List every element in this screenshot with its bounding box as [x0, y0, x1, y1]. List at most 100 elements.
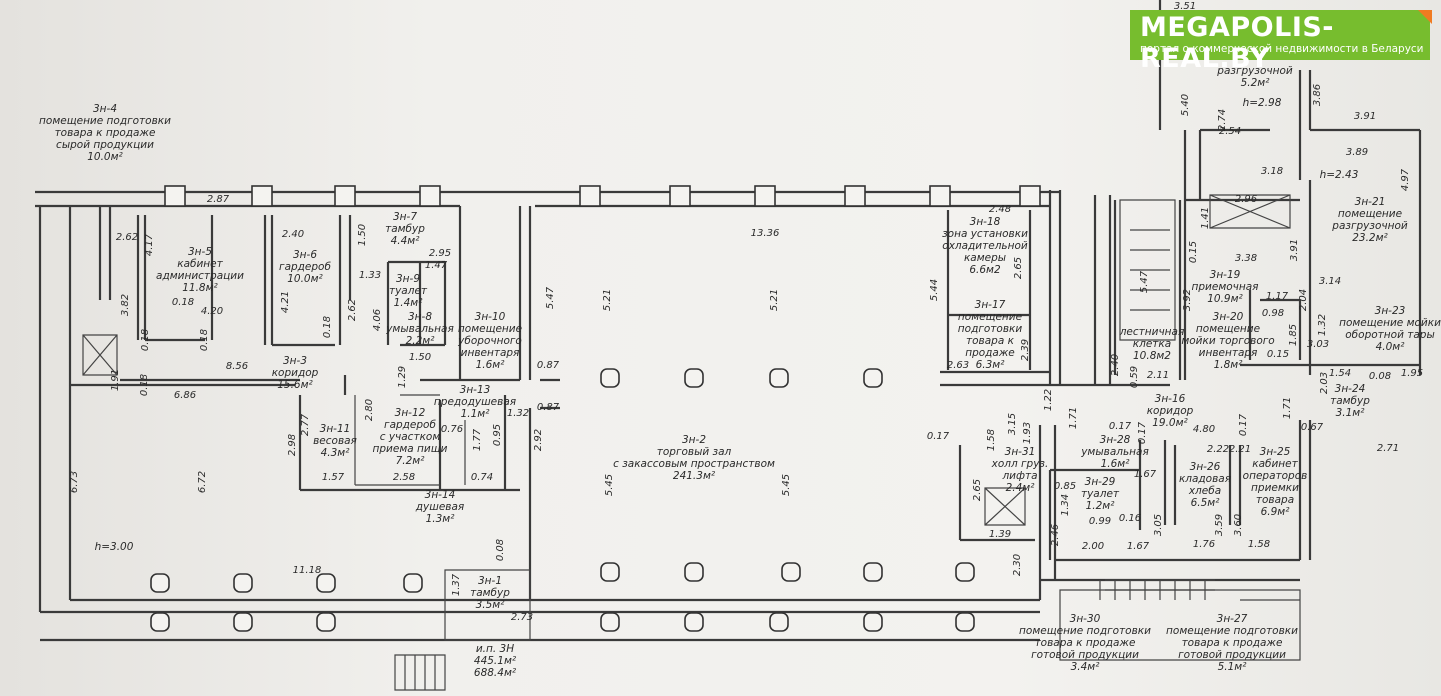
dimension-label: 2.48 — [989, 204, 1011, 215]
dimension-label: 3.38 — [1235, 253, 1257, 264]
dimension-label: 1.33 — [359, 270, 381, 281]
dimension-label: 3.15 — [1007, 413, 1018, 435]
dimension-label: 4.06 — [372, 309, 383, 331]
dimension-label: 0.95 — [492, 424, 503, 446]
dimension-label: 1.32 — [507, 408, 529, 419]
room-label-line: охладительной — [942, 240, 1028, 252]
room-label-line: 3н-4 — [93, 103, 117, 115]
dimension-label: 2.65 — [1013, 257, 1024, 279]
room-label-line: 3н-31 — [1005, 446, 1036, 458]
room-label-line: 3н-12 — [395, 407, 426, 419]
room-label-line: инвентаря — [461, 347, 520, 359]
dimension-label: 0.18 — [140, 329, 151, 351]
dimension-label: 2.39 — [1020, 339, 1031, 361]
room-labels: 3н-4 помещение подготовки товара к продаже… — [39, 65, 1441, 679]
room-label-line: кабинет — [1252, 458, 1298, 470]
dimension-label: 3.89 — [1346, 147, 1368, 158]
dimension-label: 1.34 — [1060, 494, 1071, 516]
dimension-label: 6.72 — [197, 471, 208, 493]
room-label-line: 3н-5 — [188, 246, 212, 258]
room-label-line: 6.5м² — [1191, 497, 1221, 509]
dimension-label: 1.71 — [1282, 397, 1293, 419]
wall-pillar — [164, 185, 186, 207]
room-label-line: 1.6м² — [476, 359, 506, 371]
column — [600, 562, 620, 582]
dimension-label: 3.92 — [1182, 289, 1193, 311]
column — [600, 368, 620, 388]
column — [769, 368, 789, 388]
room-label-line: 23.2м² — [1352, 232, 1388, 244]
room-label-line: тамбур — [385, 223, 425, 235]
dimension-label: 0.17 — [927, 431, 950, 442]
room-label-line: приемочная — [1192, 281, 1259, 293]
dimension-label: 0.08 — [495, 539, 506, 561]
dimension-label: 3.18 — [1261, 166, 1283, 177]
wall-pillar — [754, 185, 776, 207]
dimension-label: 2.11 — [1147, 370, 1169, 381]
room-label-line: товара к продаже — [55, 127, 156, 139]
room-label-line: 10.0м² — [287, 273, 323, 285]
room-label-line: помещение подготовки — [1166, 625, 1298, 637]
dimension-label: 0.18 — [322, 316, 333, 338]
room-label-line: 688.4м² — [474, 667, 517, 679]
dimension-label: 0.59 — [1129, 366, 1140, 388]
dimension-label: 0.76 — [441, 424, 463, 435]
room-label-line: 3н-30 — [1070, 613, 1101, 625]
wall-pillar — [929, 185, 951, 207]
dimension-label: 2.04 — [1298, 289, 1309, 311]
dimension-label: 4.17 — [144, 233, 155, 256]
dimension-label: 0.74 — [471, 472, 493, 483]
dimension-label: 4.20 — [201, 306, 223, 317]
dimension-label: 2.21 — [1229, 444, 1251, 455]
room-label-line: приемки — [1251, 482, 1299, 494]
wall-pillar — [844, 185, 866, 207]
room-label-line: товара к — [966, 335, 1015, 347]
room-label-line: помещение — [1196, 323, 1260, 335]
dimension-label: 2.96 — [1235, 194, 1257, 205]
room-label-line: туалет — [1081, 488, 1120, 500]
room-label-line: 10.0м² — [87, 151, 123, 163]
dimension-label: 0.08 — [1369, 371, 1391, 382]
dimension-label: 8.56 — [226, 361, 248, 372]
dimension-label: 5.45 — [781, 474, 792, 496]
dimension-label: 3.82 — [120, 294, 131, 316]
dimension-label: 1.76 — [1193, 539, 1215, 550]
room-label-line: 3н-3 — [283, 355, 307, 367]
walls — [35, 0, 1422, 691]
logo-banner[interactable]: MEGAPOLIS-REAL.BY портал о коммерческой … — [1130, 10, 1432, 74]
room-label-line: сырой продукции — [56, 139, 154, 151]
room-label-line: 241.3м² — [673, 470, 716, 482]
dimension-label: 5.47 — [545, 286, 556, 309]
dimension-label: 2.54 — [1219, 126, 1241, 137]
column — [955, 562, 975, 582]
room-label-line: готовой продукции — [1031, 649, 1139, 661]
dimension-label: 11.18 — [293, 565, 322, 576]
room-label-line: 10.9м² — [1207, 293, 1243, 305]
room-label-line: 1.2м² — [1086, 500, 1116, 512]
room-label-line: предодушевая — [434, 396, 516, 408]
room-label-line: камеры — [964, 252, 1006, 264]
room-label-line: с участком — [380, 431, 441, 443]
room-label-line: 3н-24 — [1335, 383, 1366, 395]
dimension-label: 0.15 — [1188, 241, 1199, 263]
column — [684, 562, 704, 582]
room-label-line: приема пищи — [373, 443, 448, 455]
column — [863, 562, 883, 582]
dimension-label: 1.22 — [1043, 389, 1054, 411]
room-label-line: гардероб — [279, 261, 331, 273]
room-label-line: 1.1м² — [461, 408, 491, 420]
column — [600, 612, 620, 632]
dimension-label: 2.00 — [1082, 541, 1104, 552]
column — [863, 368, 883, 388]
